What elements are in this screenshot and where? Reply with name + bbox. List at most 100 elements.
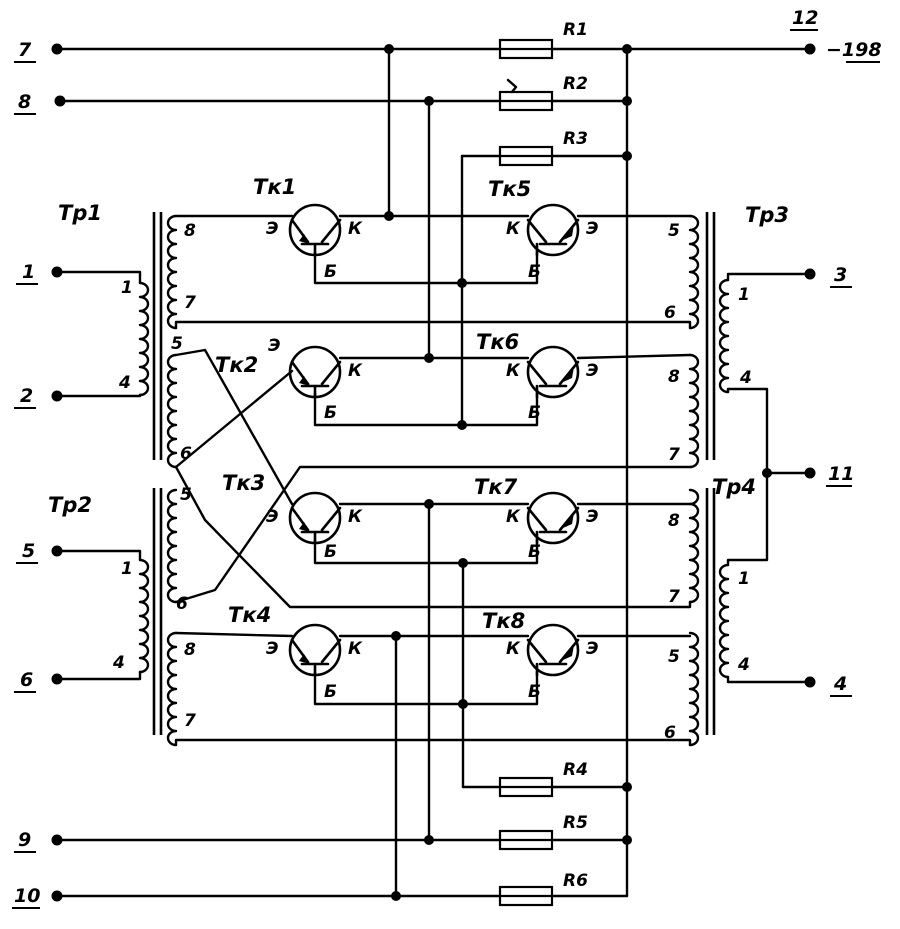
svg-text:Б: Б xyxy=(528,403,541,423)
label-tp2: Tp2 xyxy=(48,493,92,517)
label-tk5: Tк5 xyxy=(488,177,531,201)
svg-text:Э: Э xyxy=(586,219,598,239)
label-tp4: Tp4 xyxy=(712,475,756,499)
svg-text:7: 7 xyxy=(184,711,196,731)
terminal-6: 6 xyxy=(20,669,33,691)
svg-text:5: 5 xyxy=(668,221,680,241)
svg-text:К: К xyxy=(506,361,521,381)
svg-text:К: К xyxy=(506,219,521,239)
transistor-tk1 xyxy=(288,203,342,257)
transistors xyxy=(288,203,580,677)
svg-text:К: К xyxy=(506,507,521,527)
svg-text:Э: Э xyxy=(266,219,278,239)
svg-text:Б: Б xyxy=(528,542,541,562)
svg-text:Б: Б xyxy=(324,403,337,423)
svg-text:1: 1 xyxy=(121,278,133,298)
svg-text:8: 8 xyxy=(668,511,680,531)
label-r6: R6 xyxy=(563,871,588,891)
transistor-tk8 xyxy=(526,623,580,677)
label-tp1: Tp1 xyxy=(58,201,102,225)
svg-text:Б: Б xyxy=(324,542,337,562)
label-r3: R3 xyxy=(563,129,588,149)
transformer-cores xyxy=(152,212,716,735)
component-labels: Tк1 Tк5 Tк2 Tк6 Tк3 Tк7 Tк4 Tк8 Tp1 Tp2 … xyxy=(48,175,789,633)
svg-text:Б: Б xyxy=(324,682,337,702)
transistor-tk6 xyxy=(526,345,580,399)
svg-text:Э: Э xyxy=(266,507,278,527)
svg-text:5: 5 xyxy=(668,647,680,667)
terminal-9: 9 xyxy=(18,829,31,851)
terminal-8: 8 xyxy=(18,91,31,113)
svg-text:Э: Э xyxy=(586,361,598,381)
svg-text:8: 8 xyxy=(184,640,196,660)
label-r5: R5 xyxy=(563,813,588,833)
terminal-12: 12 xyxy=(792,7,818,29)
svg-text:Б: Б xyxy=(324,262,337,282)
label-tk7: Tк7 xyxy=(474,475,518,499)
svg-text:Э: Э xyxy=(586,639,598,659)
label-r2: R2 xyxy=(563,74,588,94)
terminal-11: 11 xyxy=(828,463,854,485)
terminal-1: 1 xyxy=(22,261,35,283)
svg-text:5: 5 xyxy=(180,485,192,505)
transistor-tk5 xyxy=(526,203,580,257)
svg-text:8: 8 xyxy=(668,367,680,387)
svg-text:6: 6 xyxy=(664,303,676,323)
svg-text:4: 4 xyxy=(118,373,131,393)
winding-pin-labels: 1 4 8 7 5 6 1 4 5 6 8 7 5 6 8 7 1 4 8 7 … xyxy=(112,221,752,743)
svg-text:К: К xyxy=(348,507,363,527)
svg-text:6: 6 xyxy=(180,444,192,464)
svg-text:6: 6 xyxy=(664,723,676,743)
label-r1: R1 xyxy=(563,20,588,40)
transistor-tk4 xyxy=(288,623,342,677)
terminal-dots xyxy=(51,43,816,902)
terminal-3: 3 xyxy=(834,264,847,286)
svg-text:7: 7 xyxy=(184,293,196,313)
svg-text:Э: Э xyxy=(268,336,280,356)
svg-text:5: 5 xyxy=(171,334,183,354)
transistor-tk7 xyxy=(526,491,580,545)
label-tk2: Tк2 xyxy=(215,353,258,377)
svg-text:1: 1 xyxy=(738,285,750,305)
svg-text:1: 1 xyxy=(121,559,133,579)
svg-text:1: 1 xyxy=(738,569,750,589)
terminal-labels: 7 8 12 −198 1 2 5 6 9 10 3 11 4 xyxy=(12,7,882,909)
label-tk3: Tк3 xyxy=(222,471,265,495)
label-tk1: Tк1 xyxy=(253,175,296,199)
resistor-labels: R1 R2 R3 R4 R5 R6 xyxy=(563,20,588,891)
svg-text:7: 7 xyxy=(668,445,680,465)
terminal-7: 7 xyxy=(18,39,32,61)
svg-text:К: К xyxy=(348,361,363,381)
svg-text:4: 4 xyxy=(112,653,125,673)
transistor-tk3 xyxy=(288,491,342,545)
svg-text:Б: Б xyxy=(528,262,541,282)
terminal-4: 4 xyxy=(833,673,847,695)
label-tk4: Tк4 xyxy=(228,603,271,627)
label-tp3: Tp3 xyxy=(745,203,789,227)
svg-text:8: 8 xyxy=(184,221,196,241)
label-r4: R4 xyxy=(563,760,588,780)
svg-text:4: 4 xyxy=(737,655,750,675)
resistors xyxy=(498,38,554,907)
transistor-pin-labels: Э К Б К Э Б Э К Б К Э Б Э К Б К Э Б Э К … xyxy=(266,219,598,702)
terminal-5: 5 xyxy=(22,540,35,562)
junctions xyxy=(384,44,772,901)
wiring xyxy=(55,47,812,898)
svg-text:4: 4 xyxy=(739,368,752,388)
svg-text:К: К xyxy=(348,639,363,659)
label-tk8: Tк8 xyxy=(482,609,525,633)
terminal-2: 2 xyxy=(20,385,33,407)
svg-text:Э: Э xyxy=(586,507,598,527)
supply-voltage: −198 xyxy=(826,39,882,61)
svg-text:К: К xyxy=(348,219,363,239)
terminal-10: 10 xyxy=(14,885,40,907)
svg-text:7: 7 xyxy=(668,587,680,607)
svg-text:6: 6 xyxy=(176,594,188,614)
svg-text:К: К xyxy=(506,639,521,659)
transistor-tk2 xyxy=(288,345,342,399)
svg-text:Э: Э xyxy=(266,639,278,659)
transformer-windings xyxy=(138,214,730,747)
svg-text:Б: Б xyxy=(528,682,541,702)
label-tk6: Tк6 xyxy=(476,330,519,354)
